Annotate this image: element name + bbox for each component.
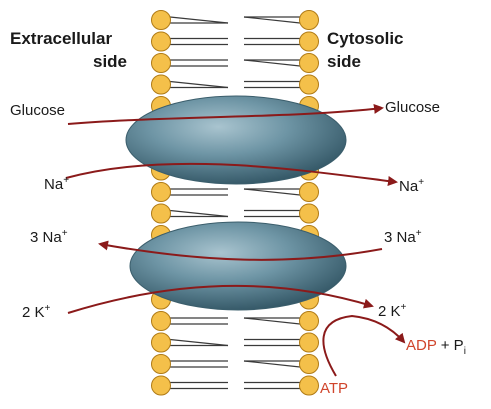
lipid-head-group	[152, 183, 171, 202]
lipid-head-group	[152, 75, 171, 94]
three-na-left-label: 3 Na+	[30, 228, 68, 246]
lipid-head-group	[152, 32, 171, 51]
na-left-label: Na+	[44, 175, 69, 193]
adp-pi-label: ADP + Pi	[406, 337, 466, 357]
extracellular-heading: Extracellular	[10, 29, 112, 48]
glucose-left-label: Glucose	[10, 102, 65, 119]
lipid-head-group	[300, 32, 319, 51]
atp-label: ATP	[320, 380, 348, 397]
lipid-head-group	[300, 312, 319, 331]
lipid-tail	[244, 17, 300, 23]
na-right-label: Na+	[399, 177, 424, 195]
lipid-head-group	[300, 204, 319, 223]
lipid-head-group	[300, 75, 319, 94]
glucose-right-label: Glucose	[385, 99, 440, 116]
extracellular-side-heading: side	[93, 52, 127, 71]
atp-to-adp-arrow	[323, 316, 404, 376]
lipid-head-group	[152, 355, 171, 374]
lipid-head-group	[300, 183, 319, 202]
lipid-tail	[244, 60, 300, 66]
lipid-tail	[244, 361, 300, 367]
lipid-head-group	[300, 11, 319, 30]
lipid-head-group	[152, 312, 171, 331]
cytosolic-heading: Cytosolic	[327, 29, 404, 48]
two-k-left-label: 2 K+	[22, 303, 51, 321]
lipid-head-group	[300, 376, 319, 395]
na-k-atpase-protein	[130, 222, 346, 310]
lipid-head-group	[152, 204, 171, 223]
lipid-head-group	[300, 333, 319, 352]
lipid-head-group	[152, 54, 171, 73]
lipid-head-group	[300, 355, 319, 374]
lipid-tail	[170, 340, 228, 346]
lipid-bilayer	[152, 11, 319, 396]
two-k-right-label: 2 K+	[378, 302, 407, 320]
lipid-head-group	[300, 54, 319, 73]
lipid-head-group	[152, 333, 171, 352]
lipid-head-group	[152, 11, 171, 30]
lipid-tail	[170, 211, 228, 217]
lipid-tail	[244, 318, 300, 324]
lipid-tail	[170, 17, 228, 23]
three-na-right-label: 3 Na+	[384, 228, 422, 246]
lipid-tail	[244, 189, 300, 195]
lipid-head-group	[152, 376, 171, 395]
cytosolic-side-heading: side	[327, 52, 361, 71]
lipid-tail	[170, 82, 228, 88]
